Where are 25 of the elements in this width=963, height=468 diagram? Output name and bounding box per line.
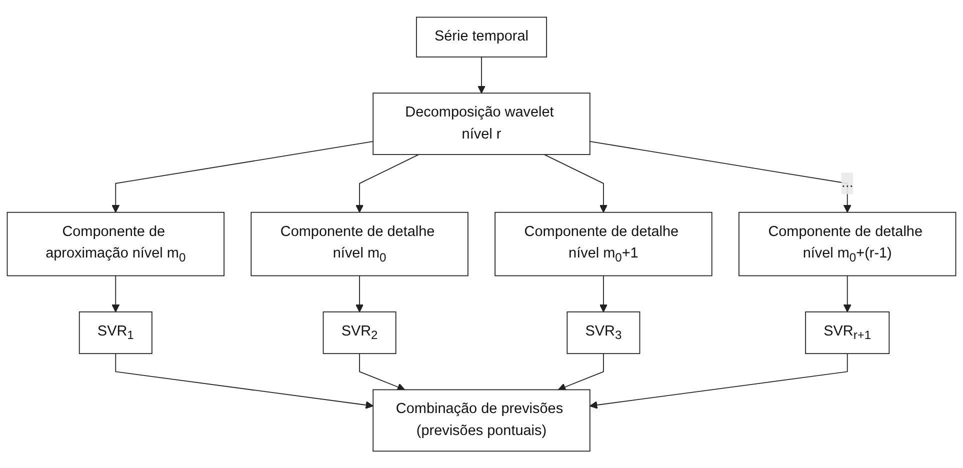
node-box: SVR$_{2}$ [322, 311, 396, 354]
arrow [599, 275, 608, 312]
arrow [590, 352, 848, 409]
node-box: SVR$_{1}$ [78, 311, 152, 354]
node-box: Série temporal [416, 16, 548, 58]
arrow [558, 352, 604, 391]
arrow [356, 275, 364, 312]
node-box: Componente de aproximação nível m$_{0}$ [6, 212, 224, 276]
arrow [843, 275, 852, 312]
arrow [544, 154, 608, 213]
node-box: Componente de detalhe nível m$_{0}$+(r-1) [738, 212, 956, 276]
arrow [112, 275, 120, 312]
arrow [478, 56, 486, 94]
node-box: Componente de detalhe nível m$_{0}$ [250, 212, 468, 276]
arrow [359, 352, 406, 391]
edge-label: ... [841, 175, 854, 190]
arrow [356, 154, 420, 213]
node-box: Combinação de previsões (previsões pontuais) [372, 389, 590, 452]
arrow [112, 140, 374, 213]
node-box: SVR$_{r+1}$ [805, 311, 890, 354]
node-box: Decomposição wavelet nível r [372, 92, 590, 155]
arrow [589, 140, 852, 213]
node-box: Componente de detalhe nível m$_{0}$+1 [494, 212, 712, 276]
node-box: SVR$_{3}$ [566, 311, 640, 354]
arrow [115, 352, 374, 409]
